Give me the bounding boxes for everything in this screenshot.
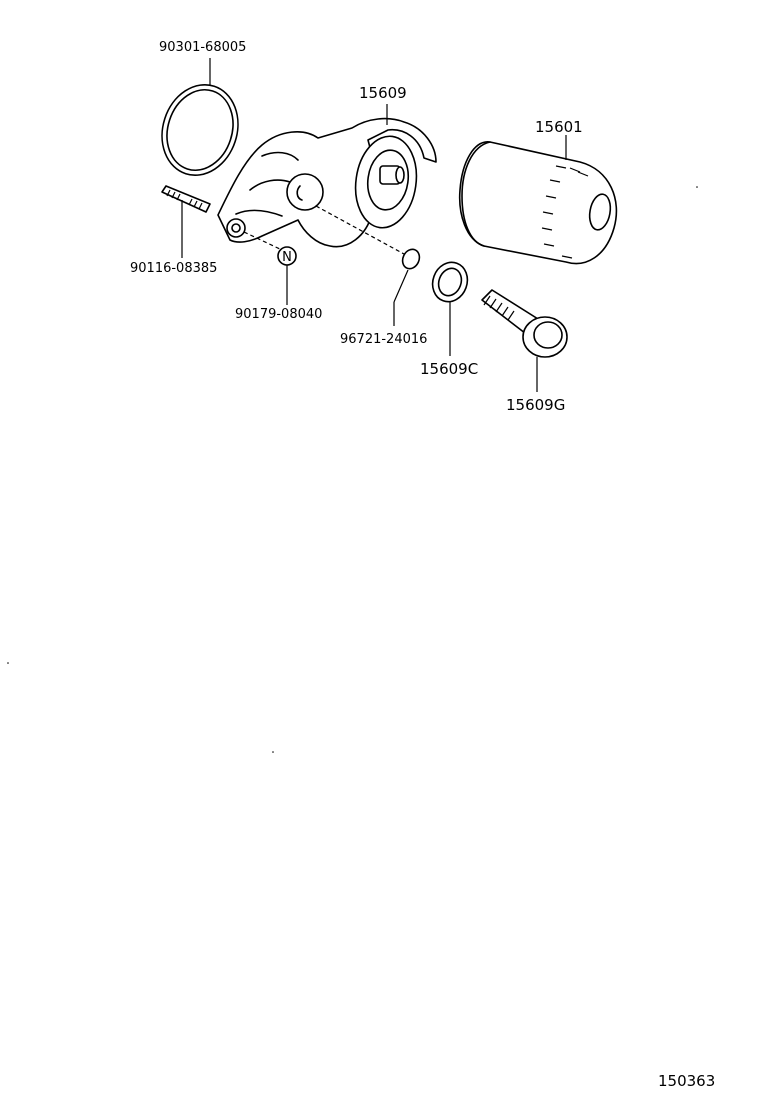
alignment-line-nut: [243, 231, 283, 251]
small-gasket-part: [401, 248, 421, 270]
union-bolt-part: [481, 289, 568, 358]
stud-bolt-part: [161, 185, 211, 213]
label-o-ring: 90301-68005: [159, 40, 246, 55]
washer-part: [431, 261, 469, 303]
filter-bracket-part: [217, 117, 437, 248]
leader-small-gasket-a: [393, 269, 409, 303]
speck-3: [696, 186, 698, 188]
oil-filter-part: [458, 141, 618, 265]
label-small-gasket: 96721-24016: [340, 332, 427, 347]
o-ring-part: [161, 83, 239, 177]
nut-marker: N: [277, 246, 297, 266]
nut-marker-letter: N: [282, 250, 292, 265]
alignment-line-gasket: [315, 205, 405, 255]
diagram-code: 150363: [658, 1072, 716, 1090]
label-washer: 15609C: [420, 360, 478, 378]
label-bracket: 15609: [359, 84, 407, 102]
label-nut: 90179-08040: [235, 307, 322, 322]
label-union-bolt: 15609G: [506, 396, 565, 414]
speck-2: [272, 751, 274, 753]
label-stud-bolt: 90116-08385: [130, 261, 217, 276]
speck-1: [7, 662, 9, 664]
label-oil-filter: 15601: [535, 118, 583, 136]
